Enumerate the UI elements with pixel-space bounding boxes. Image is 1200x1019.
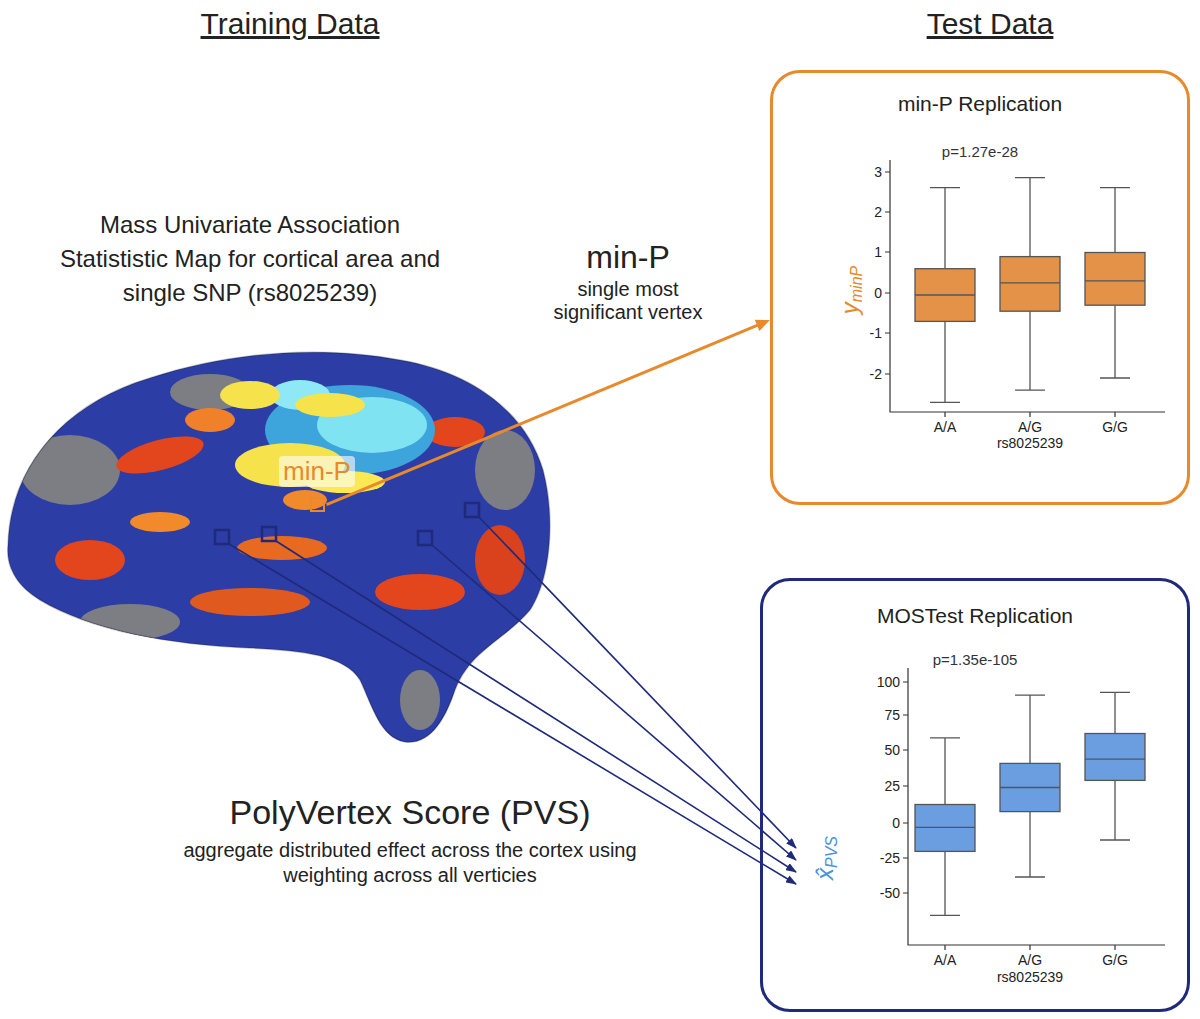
red-patch [55, 540, 125, 580]
gray-patch [475, 430, 535, 510]
vertex-square [465, 503, 479, 517]
tick-label: -2 [842, 365, 882, 383]
method-name: min-P [528, 238, 728, 276]
gray-patch [80, 604, 180, 640]
axis-title: rs8025239 [970, 968, 1090, 986]
tick-label: -25 [860, 849, 900, 867]
tick-label: 75 [860, 706, 900, 724]
axis-label: yminP [837, 266, 866, 314]
node-title: min-P Replication [773, 91, 1187, 116]
box [1000, 257, 1060, 312]
yellow-patch [220, 381, 280, 409]
p-value: p=1.35e-105 [763, 651, 1187, 669]
box [915, 269, 975, 322]
connector-arrow [327, 320, 771, 505]
box [1000, 763, 1060, 811]
category-label: A/A [915, 418, 975, 436]
vertex-square [310, 497, 325, 512]
section-heading: Test Data [860, 4, 1120, 44]
gray-patch [20, 435, 120, 505]
red-patch [475, 525, 525, 595]
median [1000, 282, 1060, 283]
median [1085, 280, 1145, 281]
median [915, 827, 975, 828]
red-patch [190, 588, 310, 616]
node-title: min-P [279, 456, 355, 487]
vertex-square [418, 531, 432, 545]
tick-label: 1 [842, 243, 882, 261]
tick-label: 3 [842, 163, 882, 181]
tick-label: 25 [860, 777, 900, 795]
vertex-square [262, 527, 276, 541]
tick-label: 50 [860, 741, 900, 759]
category-label: A/A [915, 951, 975, 969]
category-label: A/G [1000, 951, 1060, 969]
median [1085, 758, 1145, 759]
method-note: single most significant vertex [533, 278, 723, 324]
tick-label: 2 [842, 203, 882, 221]
median [1000, 787, 1060, 788]
vertex-marker: min-P [272, 456, 362, 512]
category-label: G/G [1085, 951, 1145, 969]
axis-symbol: y [836, 302, 863, 314]
replication-panel: MOSTest Replication p=1.35e-105 [760, 578, 1190, 1012]
axis-line [908, 668, 1165, 945]
minp-axes [885, 160, 1165, 417]
box [1085, 734, 1145, 781]
brain-surface [0, 330, 570, 760]
vertex-square [215, 530, 229, 544]
box [1085, 253, 1145, 306]
axis-ticks [903, 682, 1115, 950]
orange-patch [185, 408, 235, 432]
orange-patch [283, 490, 327, 510]
p-value: p=1.27e-28 [773, 143, 1187, 161]
section-heading: Training Data [140, 4, 440, 44]
category-label: A/G [1000, 418, 1060, 436]
axis-line [890, 160, 1165, 412]
minp-boxplots [915, 178, 1145, 403]
axis-subscript: minP [848, 266, 865, 302]
red-patch [375, 574, 465, 610]
tick-label: -1 [842, 324, 882, 342]
method-note: aggregate distributed effect across the … [175, 838, 645, 888]
pvs-arrow [229, 544, 796, 884]
category-label: G/G [1085, 418, 1145, 436]
yellow-patch [295, 393, 365, 417]
method-name: PolyVertex Score (PVS) [160, 792, 660, 832]
axis-title: rs8025239 [970, 434, 1090, 452]
pvs-boxplots [915, 692, 1145, 915]
axis-subscript: PVS [823, 836, 840, 868]
brain-outline [8, 352, 550, 742]
brain-base [0, 330, 570, 760]
axis-symbol: x̂ [811, 868, 838, 880]
axis-label: x̂PVS [812, 836, 841, 880]
tick-label: 0 [860, 814, 900, 832]
axis-ticks [885, 172, 1115, 417]
vertex-squares [215, 503, 479, 545]
connector-line [327, 325, 759, 505]
red-patch [113, 429, 208, 481]
pvs-axes [903, 668, 1165, 950]
median [915, 294, 975, 295]
gray-patch [400, 670, 440, 730]
map-caption: Mass Univariate Association Statististic… [45, 208, 455, 310]
node-title: MOSTest Replication [763, 603, 1187, 628]
tick-label: -50 [860, 884, 900, 902]
tick-label: 100 [860, 673, 900, 691]
arrowhead [755, 320, 770, 331]
orange-patch [130, 512, 190, 532]
box [915, 805, 975, 852]
replication-panel: min-P Replication p=1.27e-28 [770, 70, 1190, 505]
